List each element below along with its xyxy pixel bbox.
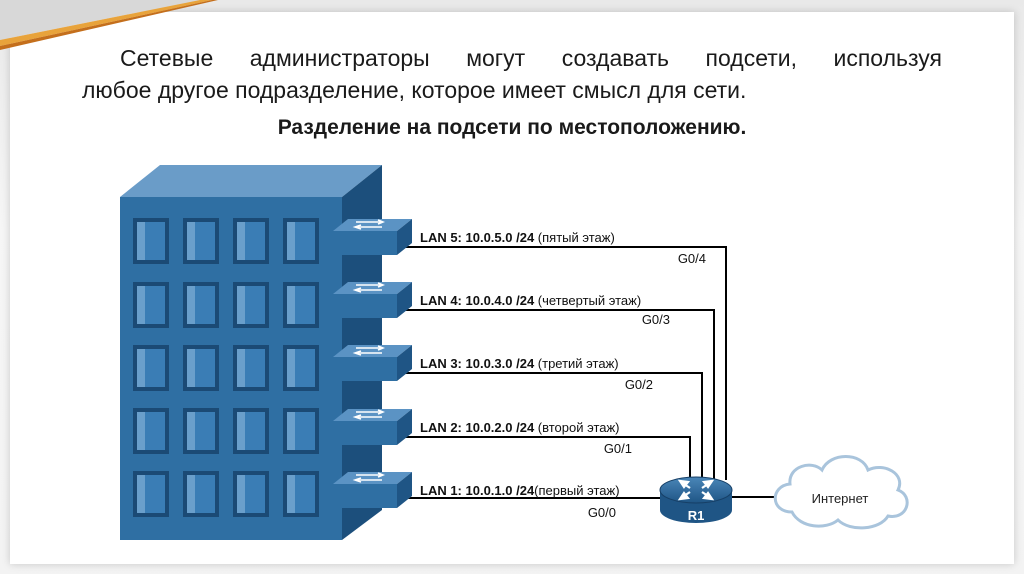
lan-labels: LAN 5: 10.0.5.0 /24 (пятый этаж) LAN 4: 1… (420, 230, 641, 498)
building-window (283, 345, 319, 391)
intro-paragraph: Сетевые администраторы могут создавать п… (82, 42, 942, 106)
lan-floor-note: (первый этаж) (534, 483, 619, 498)
port-labels: G0/4G0/3G0/2G0/1G0/0 (588, 251, 706, 520)
lan-subnet: LAN 5: 10.0.5.0 /24 (420, 230, 535, 245)
building-window (233, 471, 269, 517)
building-window (233, 218, 269, 264)
switch-arrows-icon (352, 472, 386, 483)
building-window (233, 345, 269, 391)
router-arrows-icon (677, 479, 715, 501)
cloud-icon (773, 455, 909, 530)
building-window (133, 345, 169, 391)
link-switch-floor-3 (405, 372, 703, 480)
port-label: G0/4 (678, 251, 706, 266)
building-window (283, 282, 319, 328)
paragraph-line-1: Сетевые администраторы могут создавать п… (120, 45, 942, 71)
building-window (283, 218, 319, 264)
lan-label: LAN 5: 10.0.5.0 /24 (пятый этаж) (420, 230, 615, 245)
building-roof (120, 165, 382, 197)
cloud-label: Интернет (812, 491, 869, 506)
switch-floor-1[interactable] (333, 472, 412, 508)
lan-floor-note: (пятый этаж) (534, 230, 615, 245)
building-window (183, 218, 219, 264)
router-label: R1 (688, 508, 705, 523)
corner-stripe-decoration (0, 0, 218, 50)
switch-arrows-icon (352, 282, 386, 293)
port-label: G0/0 (588, 505, 616, 520)
network-links (405, 246, 727, 499)
internet-cloud: Интернет (773, 455, 909, 530)
switch-arrows-icon (352, 409, 386, 420)
port-label: G0/3 (642, 312, 670, 327)
switch-arrows-icon (352, 219, 386, 230)
building-window (133, 408, 169, 454)
link-switch-floor-5 (405, 246, 727, 480)
building-window (133, 282, 169, 328)
switch-arrows-icon (352, 345, 386, 356)
building-window (233, 282, 269, 328)
building-window (183, 282, 219, 328)
building-windows (133, 218, 319, 517)
lan-label: LAN 4: 10.0.4.0 /24 (четвертый этаж) (420, 293, 641, 308)
router-r1[interactable]: R1 (659, 476, 733, 523)
link-switch-floor-2 (405, 436, 691, 478)
diagram-subtitle: Разделение на подсети по местоположению. (277, 116, 747, 139)
switch-floor-5[interactable] (333, 219, 412, 255)
building-window (133, 218, 169, 264)
paragraph-line-2: любое другое подразделение, которое имее… (82, 77, 747, 103)
building-window (183, 471, 219, 517)
building-window (183, 345, 219, 391)
building (120, 165, 382, 540)
lan-floor-note: (второй этаж) (534, 420, 619, 435)
switches (333, 219, 412, 508)
building-window (233, 408, 269, 454)
lan-label: LAN 1: 10.0.1.0 /24(первый этаж) (420, 483, 620, 498)
lan-label: LAN 2: 10.0.2.0 /24 (второй этаж) (420, 420, 620, 435)
building-window (133, 471, 169, 517)
lan-subnet: LAN 2: 10.0.2.0 /24 (420, 420, 535, 435)
building-window (183, 408, 219, 454)
lan-floor-note: (третий этаж) (534, 356, 618, 371)
lan-subnet: LAN 3: 10.0.3.0 /24 (420, 356, 535, 371)
lan-label: LAN 3: 10.0.3.0 /24 (третий этаж) (420, 356, 619, 371)
lan-subnet: LAN 4: 10.0.4.0 /24 (420, 293, 535, 308)
link-switch-floor-4 (405, 309, 715, 480)
lan-floor-note: (четвертый этаж) (534, 293, 641, 308)
building-window (283, 471, 319, 517)
lan-subnet: LAN 1: 10.0.1.0 /24 (420, 483, 535, 498)
switch-floor-4[interactable] (333, 282, 412, 318)
switch-floor-3[interactable] (333, 345, 412, 381)
port-label: G0/2 (625, 377, 653, 392)
port-label: G0/1 (604, 441, 632, 456)
switch-floor-2[interactable] (333, 409, 412, 445)
building-window (283, 408, 319, 454)
